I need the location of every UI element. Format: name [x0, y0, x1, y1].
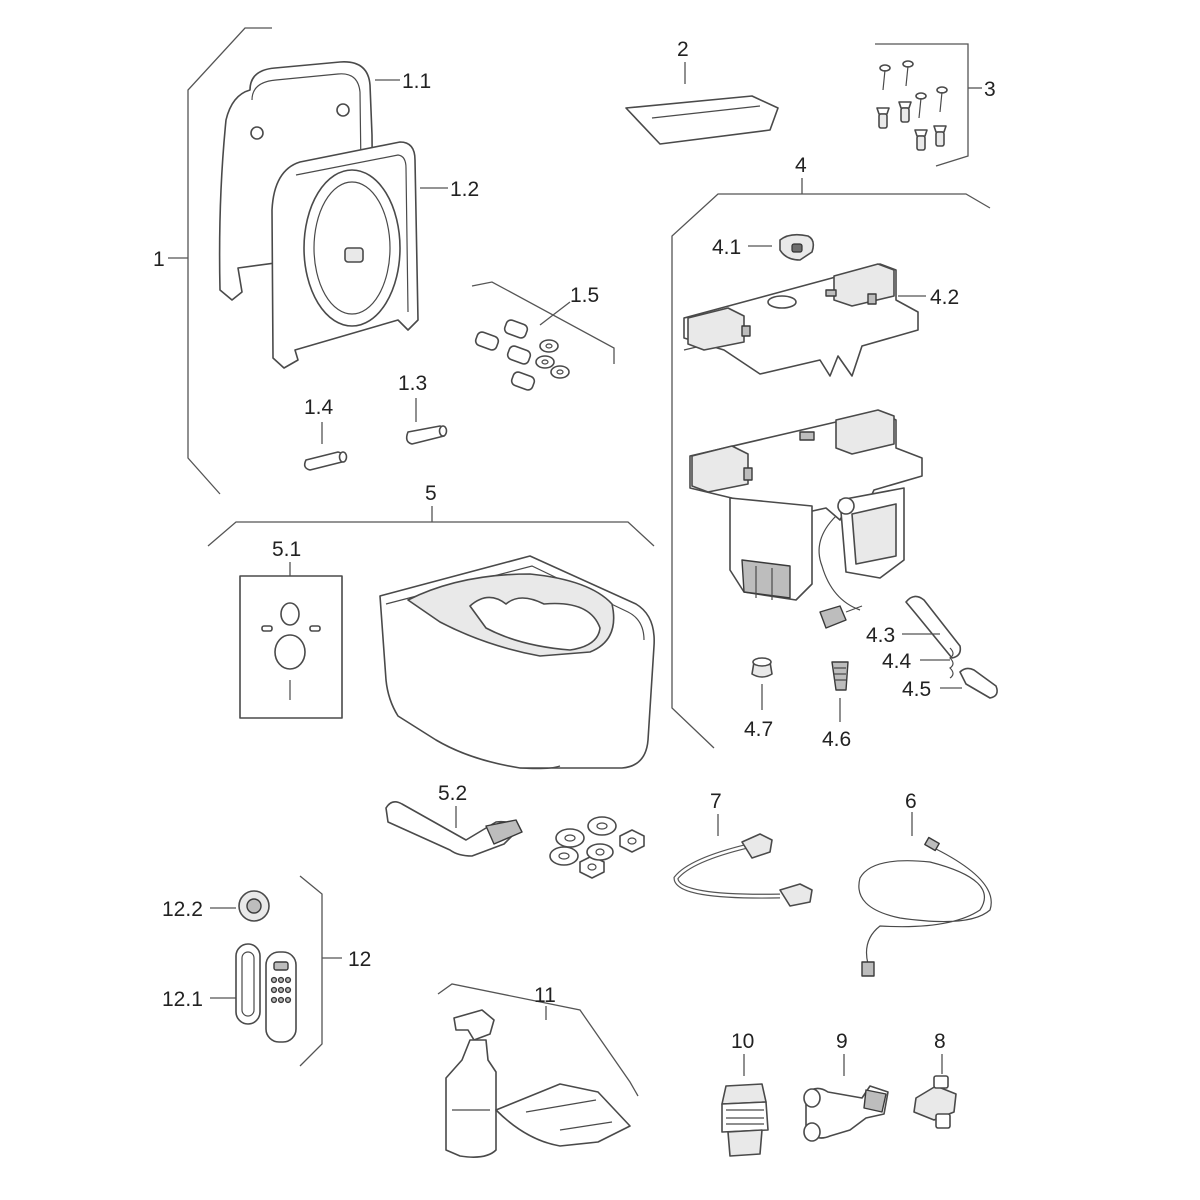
- part-4-1-plug: [748, 233, 815, 261]
- part-washers-nuts: [549, 816, 645, 879]
- group-12-bracket: [299, 875, 342, 1067]
- part-9-t-piece: [803, 1054, 889, 1142]
- part-6-cable: [858, 812, 992, 977]
- part-1-4-pin: [303, 422, 348, 471]
- label-5: 5: [425, 482, 437, 505]
- label-4-7: 4.7: [744, 718, 773, 741]
- label-10: 10: [731, 1030, 754, 1053]
- label-12-2: 12.2: [162, 898, 203, 921]
- part-4-3-nozzle: [902, 595, 962, 659]
- part-5-1-mat: [239, 562, 343, 719]
- label-4-2: 4.2: [930, 286, 959, 309]
- part-8-adapter: [913, 1054, 957, 1129]
- part-11-spray-bottle: [445, 1009, 497, 1158]
- label-5-1: 5.1: [272, 538, 301, 561]
- label-4-4: 4.4: [882, 650, 912, 673]
- part-4-7-valve: [751, 657, 773, 710]
- label-11: 11: [534, 984, 556, 1007]
- part-10-cable-gland: [721, 1054, 769, 1157]
- part-11-cloth: [495, 1083, 631, 1147]
- part-5-2-pipe: [385, 800, 523, 857]
- label-1: 1: [153, 248, 165, 271]
- part-3-screws: [875, 43, 982, 167]
- label-5-2: 5.2: [438, 782, 467, 805]
- label-1-4: 1.4: [304, 396, 334, 419]
- part-5-bowl: [379, 555, 655, 770]
- label-8: 8: [934, 1030, 946, 1053]
- part-1-5-caps: [471, 281, 615, 391]
- part-4-4-spring: [920, 647, 954, 679]
- part-2-cover: [625, 62, 779, 145]
- label-4-5: 4.5: [902, 678, 931, 701]
- label-3: 3: [984, 78, 996, 101]
- group-1-bracket: [168, 27, 272, 495]
- label-1-2: 1.2: [450, 178, 479, 201]
- label-7: 7: [710, 790, 722, 813]
- part-12-remote: [265, 951, 297, 1043]
- group-11-bracket: [437, 983, 639, 1097]
- part-1-3-pin: [405, 398, 448, 445]
- part-12-1-holder: [210, 943, 261, 1025]
- callout-labels: 1 1.1 1.2 1.3 1.4 1.5 2 3 4 4.1 4.2 4.3 …: [153, 38, 996, 1053]
- label-1-1: 1.1: [402, 70, 431, 93]
- part-4-function-unit: [689, 409, 923, 629]
- label-1-5: 1.5: [570, 284, 599, 307]
- part-7-hose: [673, 814, 813, 907]
- label-4-3: 4.3: [866, 624, 895, 647]
- part-12-2-holder-button: [210, 890, 270, 922]
- label-4: 4: [795, 154, 807, 177]
- group-4-bracket: [671, 178, 991, 749]
- label-1-3: 1.3: [398, 372, 427, 395]
- label-12-1: 12.1: [162, 988, 203, 1011]
- label-4-1: 4.1: [712, 236, 741, 259]
- label-9: 9: [836, 1030, 848, 1053]
- label-12: 12: [348, 948, 371, 971]
- label-6: 6: [905, 790, 917, 813]
- group-5-bracket: [207, 506, 655, 547]
- part-4-6-filter: [831, 661, 849, 722]
- label-4-6: 4.6: [822, 728, 851, 751]
- label-2: 2: [677, 38, 689, 61]
- part-4-2-plate: [683, 263, 926, 377]
- part-4-5-tip: [940, 667, 998, 699]
- part-1-2-seat: [271, 141, 448, 369]
